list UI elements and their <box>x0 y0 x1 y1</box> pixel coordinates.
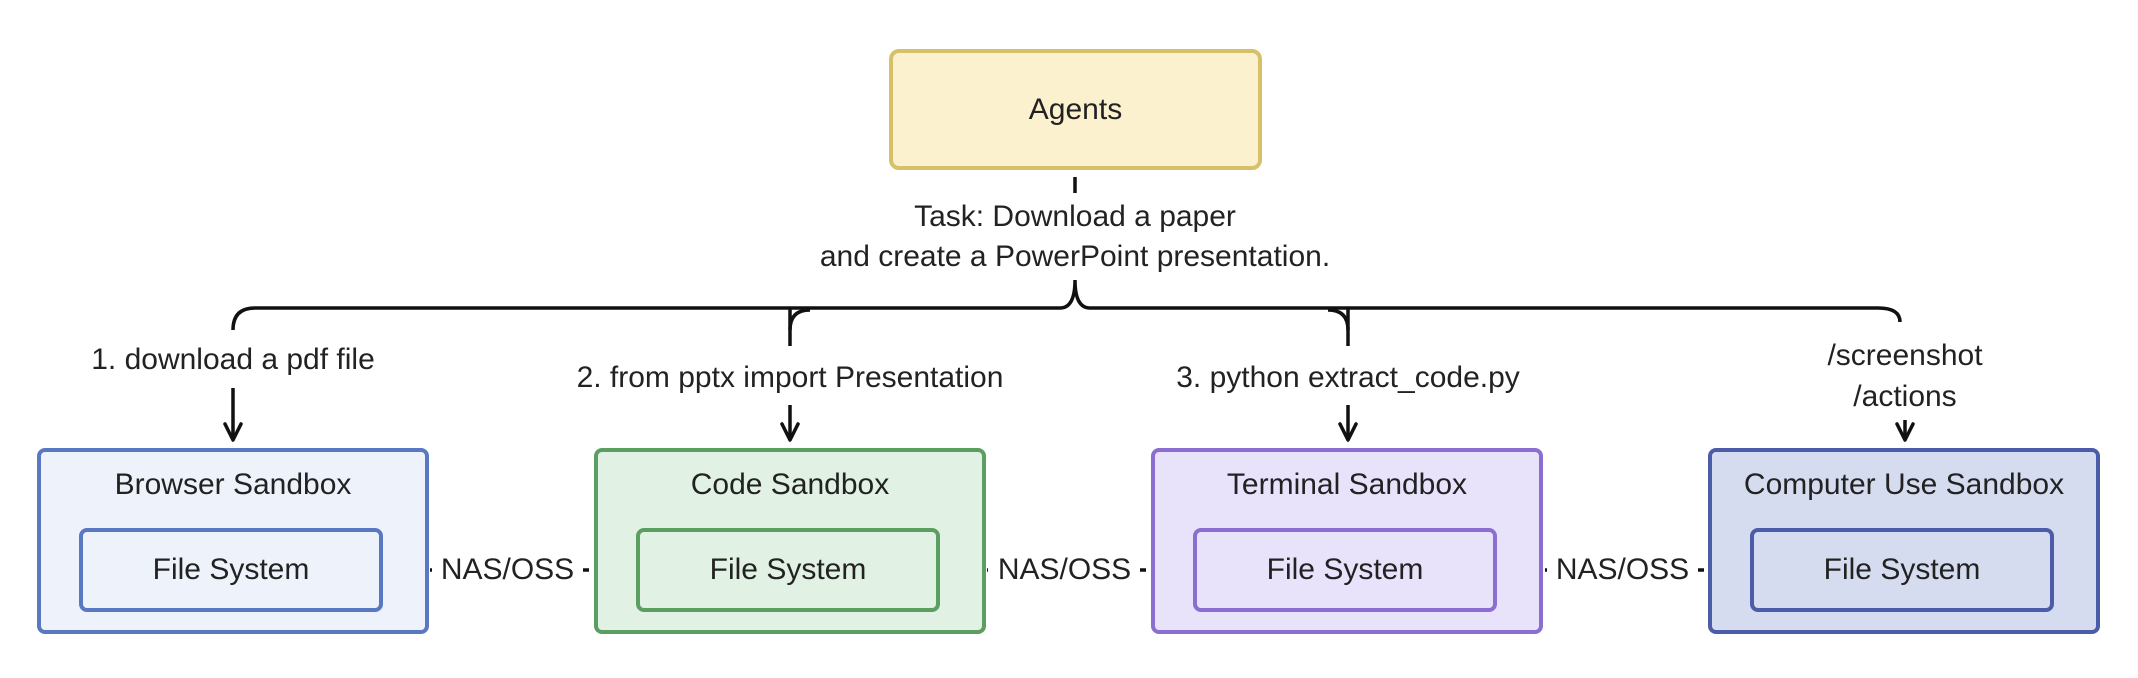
nas-oss-label-2: NAS/OSS <box>997 553 1132 586</box>
terminal-file-system: File System <box>1193 528 1497 612</box>
agents-label: Agents <box>1028 92 1123 126</box>
browser-sandbox-title: Browser Sandbox <box>114 468 352 501</box>
computer-use-file-system: File System <box>1750 528 2054 612</box>
nas-oss-label-1: NAS/OSS <box>440 553 575 586</box>
browser-sandbox: Browser Sandbox File System <box>37 448 429 634</box>
computer-use-file-system-label: File System <box>1823 553 1981 586</box>
nas-oss-label-3: NAS/OSS <box>1555 553 1690 586</box>
task-line-2: and create a PowerPoint presentation. <box>819 240 1331 273</box>
code-sandbox-title: Code Sandbox <box>690 468 890 501</box>
code-sandbox: Code Sandbox File System <box>594 448 986 634</box>
code-file-system: File System <box>636 528 940 612</box>
terminal-file-system-label: File System <box>1266 553 1424 586</box>
task-brace <box>231 279 1902 331</box>
task-line-1: Task: Download a paper <box>914 200 1236 233</box>
code-file-system-label: File System <box>709 553 867 586</box>
browser-file-system-label: File System <box>152 553 310 586</box>
terminal-sandbox-title: Terminal Sandbox <box>1226 468 1468 501</box>
step-label-computer-1: /screenshot <box>1827 339 1983 372</box>
computer-use-sandbox: Computer Use Sandbox File System <box>1708 448 2100 634</box>
step-label-terminal: 3. python extract_code.py <box>1176 361 1520 394</box>
terminal-sandbox: Terminal Sandbox File System <box>1151 448 1543 634</box>
agents-box: Agents <box>889 49 1262 170</box>
step-label-computer-2: /actions <box>1853 380 1957 413</box>
computer-use-sandbox-title: Computer Use Sandbox <box>1743 468 2065 501</box>
brace-corner-code <box>788 308 811 331</box>
step-label-code: 2. from pptx import Presentation <box>576 361 1004 394</box>
browser-file-system: File System <box>79 528 383 612</box>
brace-corner-terminal <box>1327 308 1350 331</box>
step-label-browser: 1. download a pdf file <box>91 343 375 376</box>
